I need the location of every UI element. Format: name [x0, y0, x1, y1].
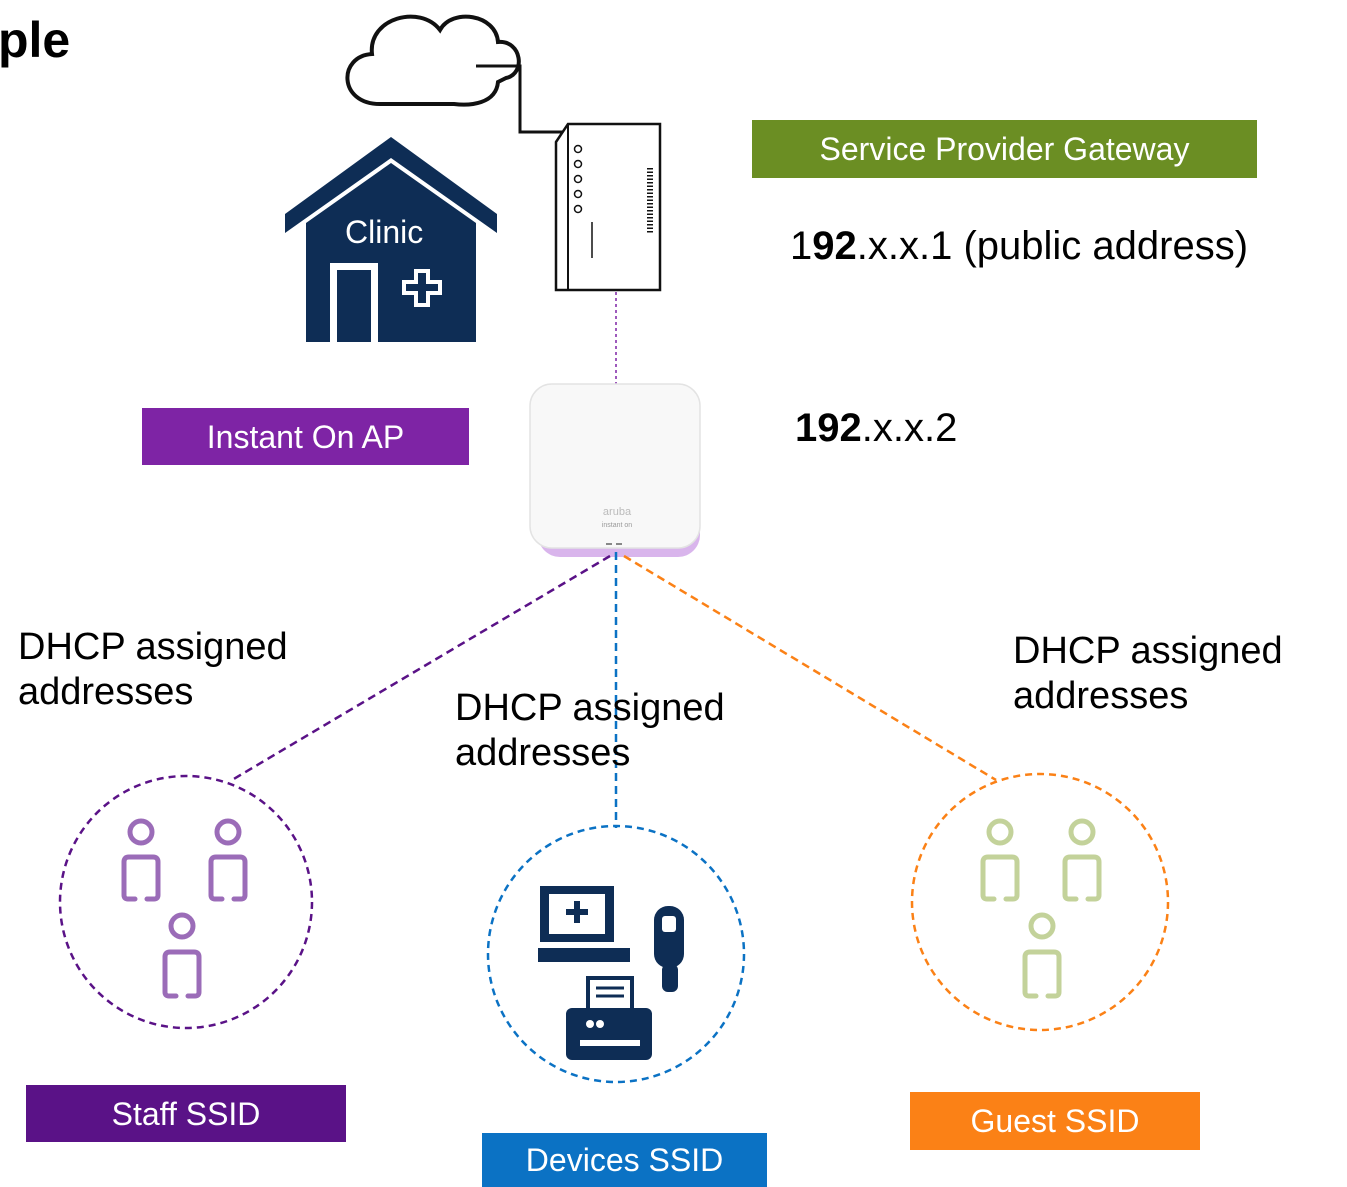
guest-ssid-link	[623, 554, 997, 782]
cloud-gateway-connector	[476, 64, 564, 134]
ap-address-rest: .x.x.2	[861, 406, 958, 450]
ap-model-text: instant on	[602, 522, 632, 529]
devices-ssid-circle	[486, 824, 746, 1084]
staff-dhcp-line1: DHCP assigned	[18, 626, 288, 668]
medical-devices-icon	[538, 886, 684, 1060]
guest-dhcp-line1: DHCP assigned	[1013, 630, 1283, 672]
ap-label: Instant On AP	[142, 408, 469, 465]
gateway-device-icon	[554, 122, 662, 292]
guest-dhcp-line2: addresses	[1013, 675, 1189, 717]
ap-brand-text: aruba	[603, 506, 632, 518]
cloud-icon	[345, 14, 521, 107]
ap-address-bold: 192	[795, 406, 862, 450]
gateway-label: Service Provider Gateway	[752, 120, 1257, 178]
guest-ssid-circle	[910, 772, 1170, 1032]
guest-ssid-label: Guest SSID	[910, 1092, 1200, 1150]
devices-ssid-label: Devices SSID	[482, 1133, 767, 1187]
devices-dhcp-line2: addresses	[455, 732, 631, 774]
staff-ssid-circle	[58, 774, 314, 1030]
ap-address: 192.x.x.2	[795, 404, 957, 452]
gateway-address: 192.x.x.1 (public address)	[790, 222, 1248, 270]
devices-dhcp-note: DHCP assigned addresses	[455, 686, 725, 776]
staff-dhcp-line2: addresses	[18, 671, 194, 713]
clinic-label: Clinic	[345, 214, 424, 250]
access-point-icon: aruba instant on	[529, 383, 701, 557]
clinic-building-icon	[285, 137, 497, 342]
gateway-address-prefix: 1	[790, 224, 813, 268]
guest-users-icon	[980, 818, 1102, 999]
gateway-address-bold: 92	[812, 224, 857, 268]
staff-users-icon	[121, 818, 248, 999]
gateway-address-rest: .x.x.1 (public address)	[856, 224, 1249, 268]
devices-dhcp-line1: DHCP assigned	[455, 687, 725, 729]
page-title: ple	[0, 12, 71, 68]
guest-dhcp-note: DHCP assigned addresses	[1013, 629, 1283, 719]
staff-ssid-label: Staff SSID	[26, 1085, 346, 1142]
staff-dhcp-note: DHCP assigned addresses	[18, 625, 288, 715]
staff-ssid-link	[231, 554, 611, 782]
